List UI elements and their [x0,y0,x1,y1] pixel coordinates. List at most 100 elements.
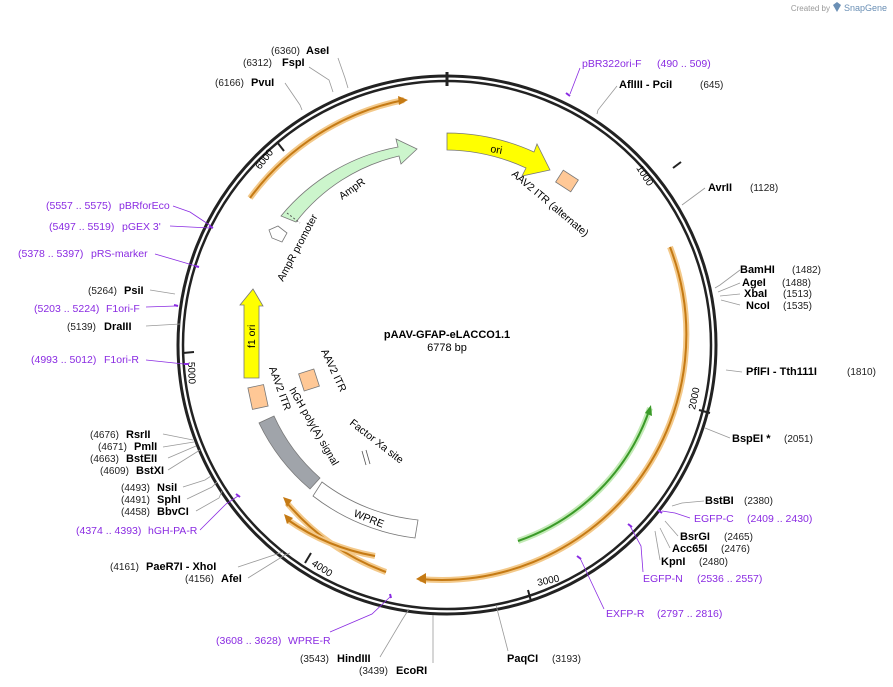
svg-text:(3543): (3543) [300,654,329,665]
feature-hgh-polya [258,415,321,490]
enzyme-pflFI-tth111I: PflFI - Tth111I (1810) [746,366,876,378]
tick-5000: 5000 [182,351,197,385]
credit-prefix: Created by [790,3,830,13]
enzyme-ncoI: NcoI (1535) [746,300,812,312]
svg-text:(2465): (2465) [724,532,753,543]
enzyme-sphI: (4491) SphI [121,494,181,506]
svg-text:(4156): (4156) [185,574,214,585]
svg-text:HindIII: HindIII [337,653,371,665]
feature-itr-center [298,368,320,392]
feature-arc-bottom-left-inner [286,517,376,559]
tick-label-3000: 3000 [536,573,560,588]
enzyme-psiI: (5264) PsiI [88,285,144,297]
enzyme-xbaI: XbaI (1513) [744,288,812,300]
arrow-head-right [416,573,426,584]
enzyme-bstXI: (4609) BstXI [100,465,164,477]
enzyme-bstBI: BstBI (2380) [705,495,773,507]
feature-ori [446,132,551,177]
enzyme-paqCI: PaqCI (3193) [507,653,581,665]
svg-text:(6166): (6166) [215,78,244,89]
svg-text:(5557 .. 5575): (5557 .. 5575) [46,200,111,212]
enzyme-kpnI: KpnI (2480) [661,556,728,568]
enzyme-afeI: (4156) AfeI [185,573,242,585]
svg-text:(3608 .. 3628): (3608 .. 3628) [216,635,281,647]
arrow-head-bottom-left-outer [283,497,292,507]
svg-text:PvuI: PvuI [251,77,274,89]
enzyme-pmlI: (4671) PmlI [98,441,157,453]
svg-text:(1513): (1513) [783,289,812,300]
plasmid-length: 6778 bp [427,342,467,354]
feature-wpre [312,481,419,539]
primer-prs-marker: (5378 .. 5397) pRS-marker [18,248,148,260]
enzyme-leaders [145,57,743,663]
svg-text:(5139): (5139) [67,322,96,333]
svg-text:SphI: SphI [157,494,181,506]
svg-text:(2480): (2480) [699,557,728,568]
svg-text:DraIII: DraIII [104,321,132,333]
enzyme-hindIII: (3543) HindIII [300,653,371,665]
svg-text:AflIII - PciI: AflIII - PciI [619,79,672,91]
svg-text:(1128): (1128) [750,183,778,194]
feature-itr-left [247,384,269,410]
primer-wpre-r: (3608 .. 3628) WPRE-R [216,635,331,647]
svg-text:BbvCI: BbvCI [157,506,189,518]
svg-text:EcoRI: EcoRI [396,665,427,677]
svg-text:(1535): (1535) [783,301,812,312]
svg-text:(4493): (4493) [121,483,150,494]
enzyme-rsrII: (4676) RsrII [90,429,150,441]
svg-text:BsrGI: BsrGI [680,531,710,543]
svg-text:(4609): (4609) [100,466,129,477]
feature-f1ori [239,288,264,379]
primer-leaders [145,67,691,633]
snapgene-credit: Created by SnapGene [791,2,887,14]
svg-text:RsrII: RsrII [126,429,150,441]
enzyme-bbvCI: (4458) BbvCI [121,506,189,518]
arrow-head-green [645,405,652,416]
svg-text:pRS-marker: pRS-marker [91,248,148,260]
factor-xa-mark-1 [361,450,367,466]
credit-brand: SnapGene [843,3,887,13]
svg-text:(3439): (3439) [359,666,388,677]
svg-text:(2536 .. 2557): (2536 .. 2557) [697,573,762,585]
feature-label-itr-center: AAV2 ITR [318,347,348,394]
ampr-junction [286,212,301,224]
svg-text:(2380): (2380) [744,496,773,507]
svg-text:(4161): (4161) [110,562,139,573]
svg-text:(4676): (4676) [90,430,119,441]
enzyme-acc65I: Acc65I (2476) [672,543,750,555]
svg-text:KpnI: KpnI [661,556,685,568]
primer-hgh-pa-r: (4374 .. 4393) hGH-PA-R [76,525,198,537]
svg-text:(3193): (3193) [552,654,581,665]
feature-label-f1ori: f1 ori [246,325,258,348]
svg-text:pGEX 3': pGEX 3' [122,221,161,233]
enzyme-pvuI: (6166) PvuI [215,77,274,89]
svg-text:PaqCI: PaqCI [507,653,538,665]
feature-label-ori: ori [489,143,503,157]
svg-text:BstXI: BstXI [136,465,164,477]
enzyme-paeR7I-xhoI: (4161) PaeR7I - XhoI [110,561,216,573]
svg-text:F1ori-F: F1ori-F [106,303,140,315]
svg-text:(490 .. 509): (490 .. 509) [657,58,711,70]
svg-text:PsiI: PsiI [124,285,144,297]
enzyme-fspI: (6312) FspI [243,57,305,69]
svg-text:(1488): (1488) [782,278,811,289]
svg-text:(6312): (6312) [243,58,272,69]
svg-text:PflFI - Tth111I: PflFI - Tth111I [746,366,817,378]
arrow-head-top-left [398,96,408,105]
svg-text:(4491): (4491) [121,495,150,506]
svg-text:EGFP-N: EGFP-N [643,573,683,585]
arrow-head-bottom-left-inner [284,514,293,524]
svg-text:XbaI: XbaI [744,288,767,300]
svg-text:(1810): (1810) [847,367,876,378]
svg-text:WPRE-R: WPRE-R [288,635,331,647]
enzyme-aseI: (6360) AseI [271,45,329,57]
enzyme-ageI: AgeI (1488) [742,277,811,289]
svg-text:hGH-PA-R: hGH-PA-R [148,525,198,537]
svg-text:(1482): (1482) [792,265,821,276]
svg-text:(2409 .. 2430): (2409 .. 2430) [747,513,812,525]
svg-text:(5203 .. 5224): (5203 .. 5224) [34,303,99,315]
svg-text:(645): (645) [700,80,723,91]
enzyme-bsrGI: BsrGI (2465) [680,531,753,543]
svg-text:EGFP-C: EGFP-C [694,513,734,525]
svg-text:(6360): (6360) [271,46,300,57]
